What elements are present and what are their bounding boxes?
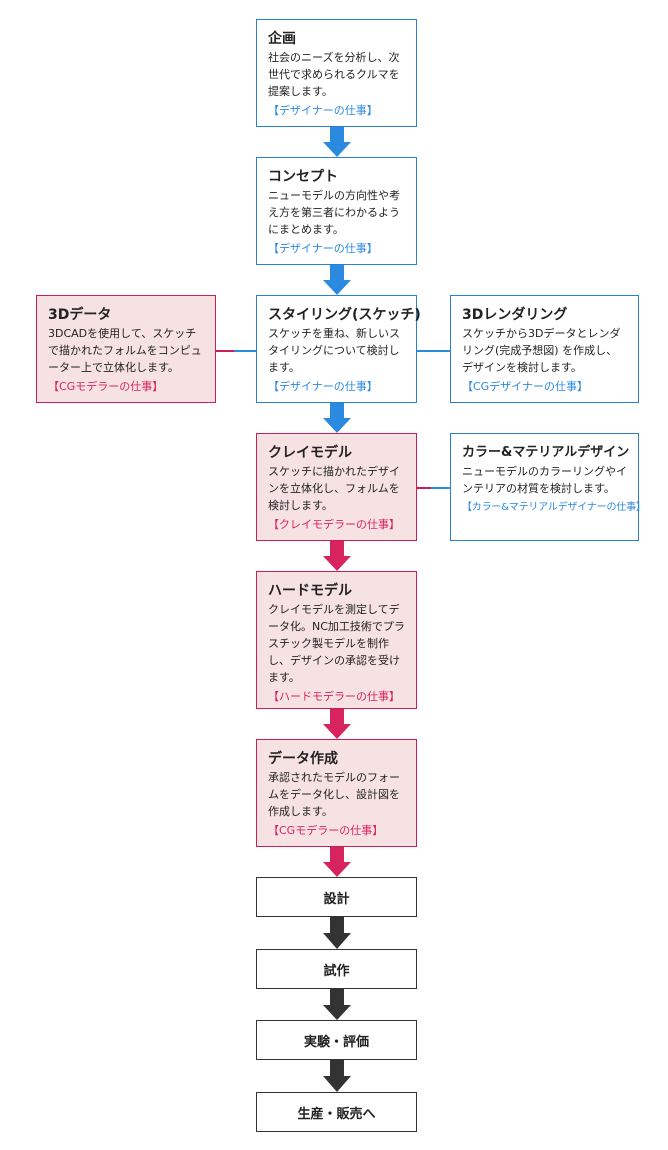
arrow-down-icon	[323, 1060, 351, 1092]
step-description: スケッチに描かれたデザインを立体化し、フォルムを検討します。	[268, 465, 400, 512]
step-description: ニューモデルの方向性や考え方を第三者にわかるようにまとめます。	[268, 189, 400, 236]
connector-color-material	[431, 487, 450, 489]
step-description: ニューモデルのカラーリングやインテリアの材質を検討します。	[462, 465, 627, 495]
step-concept: コンセプト ニューモデルの方向性や考え方を第三者にわかるようにまとめます。 【デ…	[256, 157, 417, 265]
step-title: 生産・販売へ	[297, 1106, 376, 1122]
arrow-down-icon	[323, 265, 351, 295]
step-color-material: カラー&マテリアルデザイン ニューモデルのカラーリングやインテリアの材質を検討し…	[450, 433, 646, 541]
arrow-down-icon	[323, 127, 351, 157]
connector-color-material-pink	[417, 487, 431, 489]
step-description: 社会のニーズを分析し、次世代で求められるクルマを提案します。	[268, 51, 400, 98]
step-data-creation: データ作成 承認されたモデルのフォームをデータ化し、設計図を作成します。 【CG…	[256, 739, 417, 847]
step-role-tag: 【デザイナーの仕事】	[268, 104, 378, 117]
arrow-down-icon	[323, 917, 351, 949]
connector-3d-data-blue	[234, 350, 256, 352]
step-role-tag: 【ハードモデラーの仕事】	[268, 690, 400, 703]
step-description: クレイモデルを測定してデータ化。NC加工技術でプラスチック製モデルを制作し、デザ…	[268, 603, 405, 684]
step-title: コンセプト	[268, 169, 338, 185]
arrow-down-icon	[323, 403, 351, 433]
step-role-tag: 【デザイナーの仕事】	[268, 380, 378, 393]
connector-3d-rendering	[417, 350, 450, 352]
step-role-tag: 【CGデザイナーの仕事】	[462, 380, 588, 393]
step-title: スタイリング(スケッチ)	[268, 307, 421, 323]
step-title: 試作	[323, 963, 350, 979]
step-title: 3Dレンダリング	[462, 307, 568, 323]
step-title: 企画	[268, 31, 296, 47]
step-title: 実験・評価	[303, 1034, 369, 1050]
connector-3d-data	[216, 350, 234, 352]
step-role-tag: 【クレイモデラーの仕事】	[268, 518, 400, 531]
step-seisan: 生産・販売へ	[256, 1092, 417, 1132]
step-shisaku: 試作	[256, 949, 417, 989]
arrow-down-icon	[323, 989, 351, 1020]
step-role-tag: 【CGモデラーの仕事】	[268, 824, 384, 837]
step-role-tag: 【CGモデラーの仕事】	[48, 380, 164, 393]
step-title: クレイモデル	[268, 445, 352, 461]
step-description: 3DCADを使用して、スケッチで描かれたフォルムをコンピューター上で立体化します…	[48, 327, 202, 374]
step-kikaku: 企画 社会のニーズを分析し、次世代で求められるクルマを提案します。 【デザイナー…	[256, 19, 417, 127]
step-title: データ作成	[268, 751, 338, 767]
step-3d-data: 3Dデータ 3DCADを使用して、スケッチで描かれたフォルムをコンピューター上で…	[36, 295, 216, 403]
step-description: スケッチから3Dデータとレンダリング(完成予想図) を作成し、デザインを検討しま…	[462, 327, 621, 374]
step-title: カラー&マテリアルデザイン	[462, 445, 630, 460]
step-clay-model: クレイモデル スケッチに描かれたデザインを立体化し、フォルムを検討します。 【ク…	[256, 433, 417, 541]
step-title: 3Dデータ	[48, 307, 112, 323]
arrow-down-icon	[323, 709, 351, 739]
step-description: スケッチを重ね、新しいスタイリングについて検討します。	[268, 327, 400, 374]
arrow-down-icon	[323, 847, 351, 877]
step-role-tag: 【カラー&マテリアルデザイナーの仕事】	[462, 502, 646, 513]
step-sekkei: 設計	[256, 877, 417, 917]
step-jikken: 実験・評価	[256, 1020, 417, 1060]
arrow-down-icon	[323, 541, 351, 571]
step-3d-rendering: 3Dレンダリング スケッチから3Dデータとレンダリング(完成予想図) を作成し、…	[450, 295, 639, 403]
step-hard-model: ハードモデル クレイモデルを測定してデータ化。NC加工技術でプラスチック製モデル…	[256, 571, 417, 709]
step-title: ハードモデル	[268, 583, 352, 599]
step-description: 承認されたモデルのフォームをデータ化し、設計図を作成します。	[268, 771, 400, 818]
step-role-tag: 【デザイナーの仕事】	[268, 242, 378, 255]
step-styling: スタイリング(スケッチ) スケッチを重ね、新しいスタイリングについて検討します。…	[256, 295, 421, 403]
step-title: 設計	[323, 891, 350, 907]
